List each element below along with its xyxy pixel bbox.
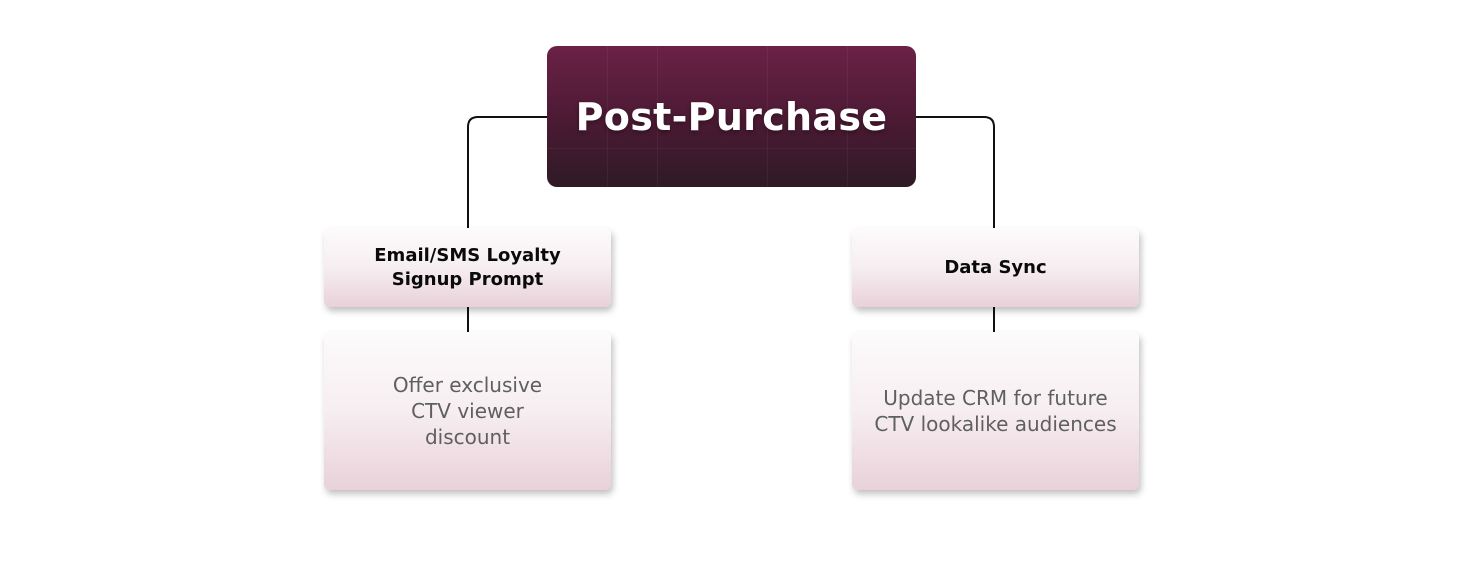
root-node: Post-Purchase bbox=[547, 46, 916, 187]
branch-title: Email/SMS Loyalty Signup Prompt bbox=[374, 244, 561, 290]
connector-root-to-right bbox=[916, 116, 995, 228]
root-title: Post-Purchase bbox=[575, 94, 888, 139]
root-texture-line bbox=[547, 148, 916, 149]
branch-title: Data Sync bbox=[944, 256, 1047, 278]
branch-description: Offer exclusive CTV viewer discount bbox=[392, 373, 543, 449]
branch-title-card-data-sync: Data Sync bbox=[852, 228, 1139, 307]
branch-title-card-email-sms: Email/SMS Loyalty Signup Prompt bbox=[324, 228, 611, 307]
branch-description: Update CRM for future CTV lookalike audi… bbox=[874, 386, 1117, 436]
root-texture-line bbox=[847, 46, 848, 187]
branch-description-card-email-sms: Offer exclusive CTV viewer discount bbox=[324, 332, 611, 490]
root-texture-line bbox=[767, 46, 768, 187]
connector-root-to-left bbox=[467, 116, 547, 228]
root-texture-line bbox=[607, 46, 608, 187]
root-texture-line bbox=[657, 46, 658, 187]
branch-description-card-data-sync: Update CRM for future CTV lookalike audi… bbox=[852, 332, 1139, 490]
